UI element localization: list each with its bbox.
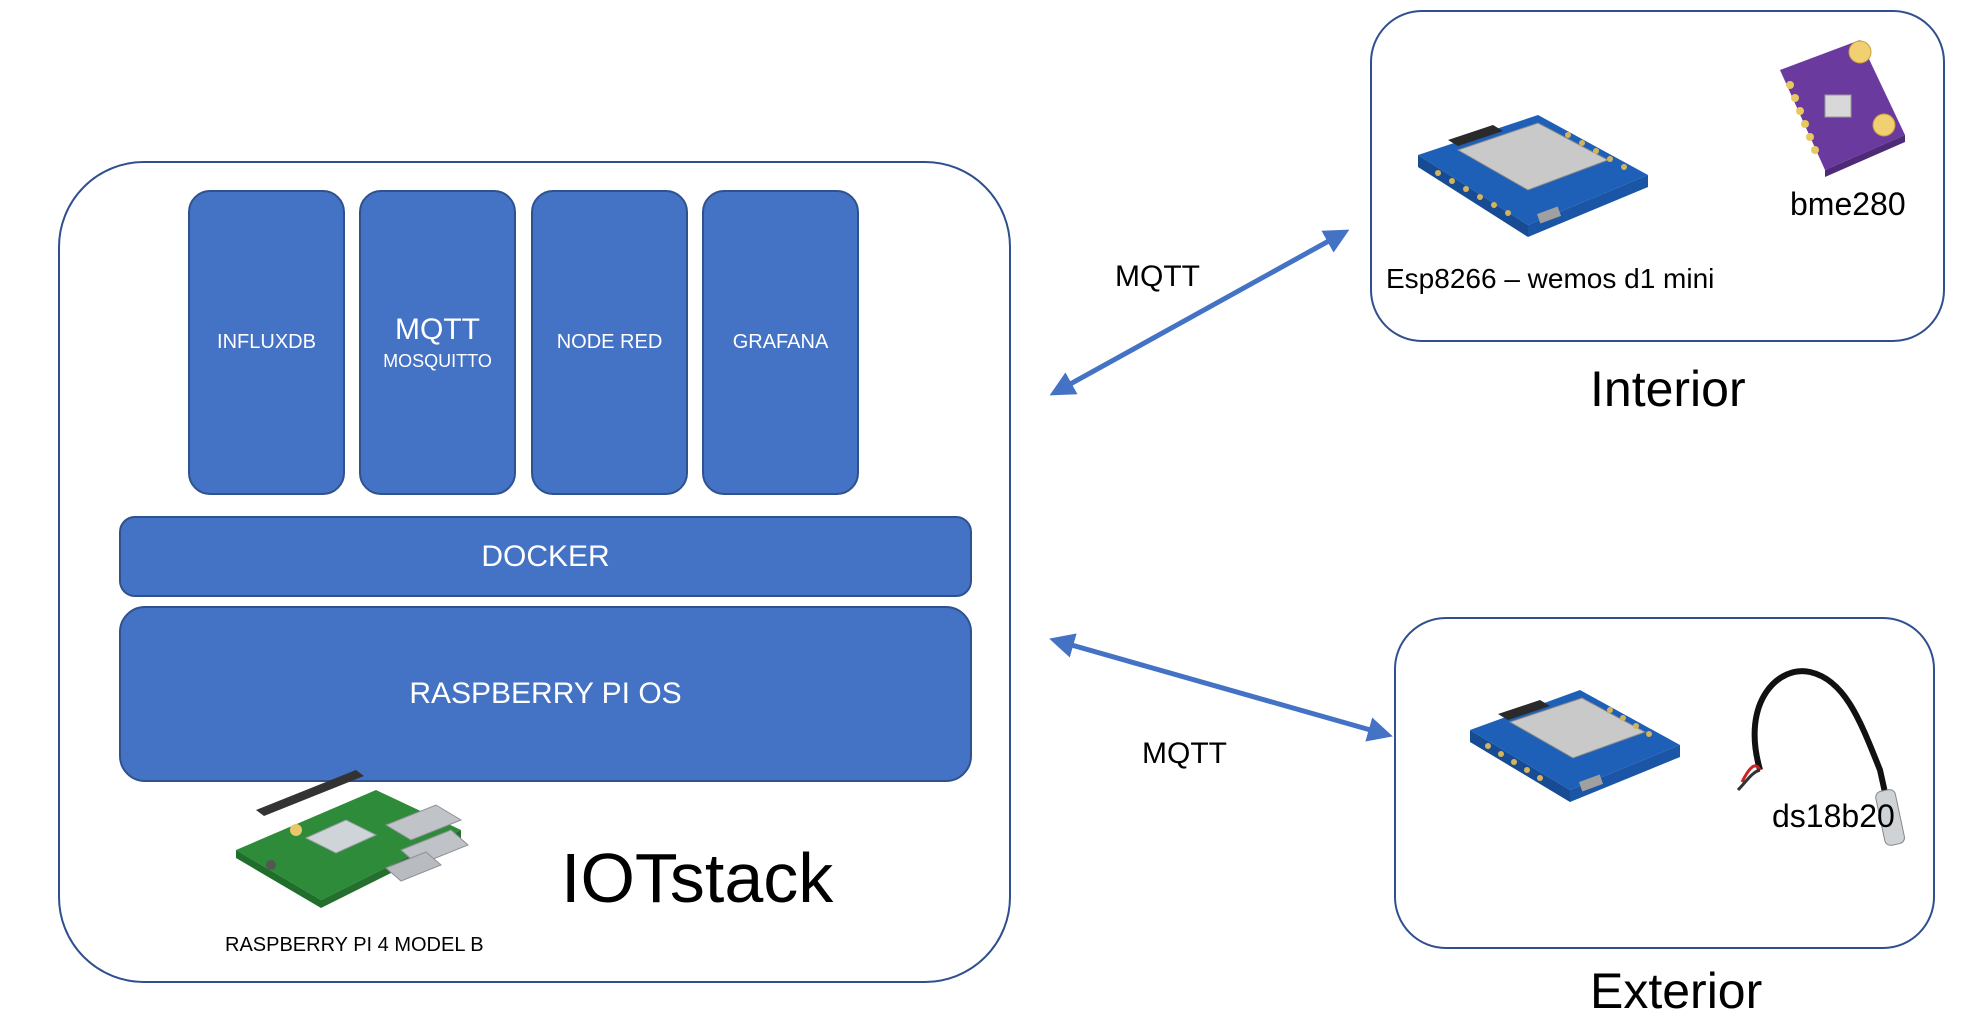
mqtt-box[interactable]: MQTT MOSQUITTO	[359, 190, 516, 495]
raspberry-pi-os-layer[interactable]: RASPBERRY PI OS	[119, 606, 972, 782]
ds18b20-probe-icon	[1736, 668, 1905, 846]
grafana-label: GRAFANA	[732, 331, 829, 353]
node-red-box[interactable]: NODE RED	[531, 190, 688, 495]
raspberry-pi-os-label: RASPBERRY PI OS	[409, 677, 682, 710]
esp8266-board-icon	[1418, 115, 1648, 237]
influxdb-label: INFLUXDB	[217, 331, 316, 353]
bme280-label: bme280	[1790, 186, 1906, 222]
exterior-frame	[1394, 617, 1935, 949]
docker-layer[interactable]: DOCKER	[119, 516, 972, 597]
grafana-box[interactable]: GRAFANA	[702, 190, 859, 495]
node-red-label: NODE RED	[556, 331, 663, 353]
ds18b20-label: ds18b20	[1772, 798, 1895, 834]
docker-label: DOCKER	[481, 539, 610, 573]
mosquitto-label: MOSQUITTO	[383, 351, 492, 371]
mqtt-label: MQTT	[395, 313, 480, 346]
influxdb-box[interactable]: INFLUXDB	[188, 190, 345, 495]
esp8266-board-label: Esp8266 – wemos d1 mini	[1386, 263, 1715, 294]
mqtt-top-label: MQTT	[1115, 260, 1200, 293]
esp8266-board-icon	[1470, 690, 1680, 802]
iotstack-title: IOTstack	[561, 839, 834, 917]
interior-caption: Interior	[1590, 361, 1746, 417]
exterior-caption: Exterior	[1590, 963, 1763, 1019]
raspberry-pi-model-label: RASPBERRY PI 4 MODEL B	[225, 934, 484, 956]
mqtt-bottom-label: MQTT	[1142, 737, 1227, 770]
mqtt-arrow-top	[1049, 229, 1350, 396]
mqtt-arrow-bottom	[1049, 633, 1393, 742]
bme280-sensor-icon	[1780, 40, 1905, 177]
